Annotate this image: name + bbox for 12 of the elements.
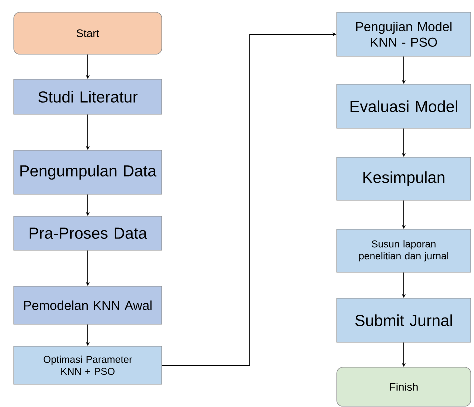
process-box: Kesimpulan	[336, 157, 472, 201]
process-box: Pengumpulan Data	[14, 150, 162, 195]
process-box: Optimasi Parameter KNN + PSO	[14, 346, 162, 385]
finish-terminal: Finish	[336, 367, 472, 407]
start-terminal: Start	[14, 12, 162, 55]
process-box: Pengujian Model KNN - PSO	[336, 12, 472, 57]
process-box: Evaluasi Model	[336, 84, 472, 129]
process-box: Pemodelan KNN Awal	[14, 286, 162, 325]
process-box: Susun laporan penelitian dan jurnal	[336, 229, 472, 273]
process-box: Submit Jurnal	[336, 298, 472, 343]
process-box: Studi Literatur	[14, 79, 162, 115]
process-box: Pra-Proses Data	[14, 216, 162, 251]
